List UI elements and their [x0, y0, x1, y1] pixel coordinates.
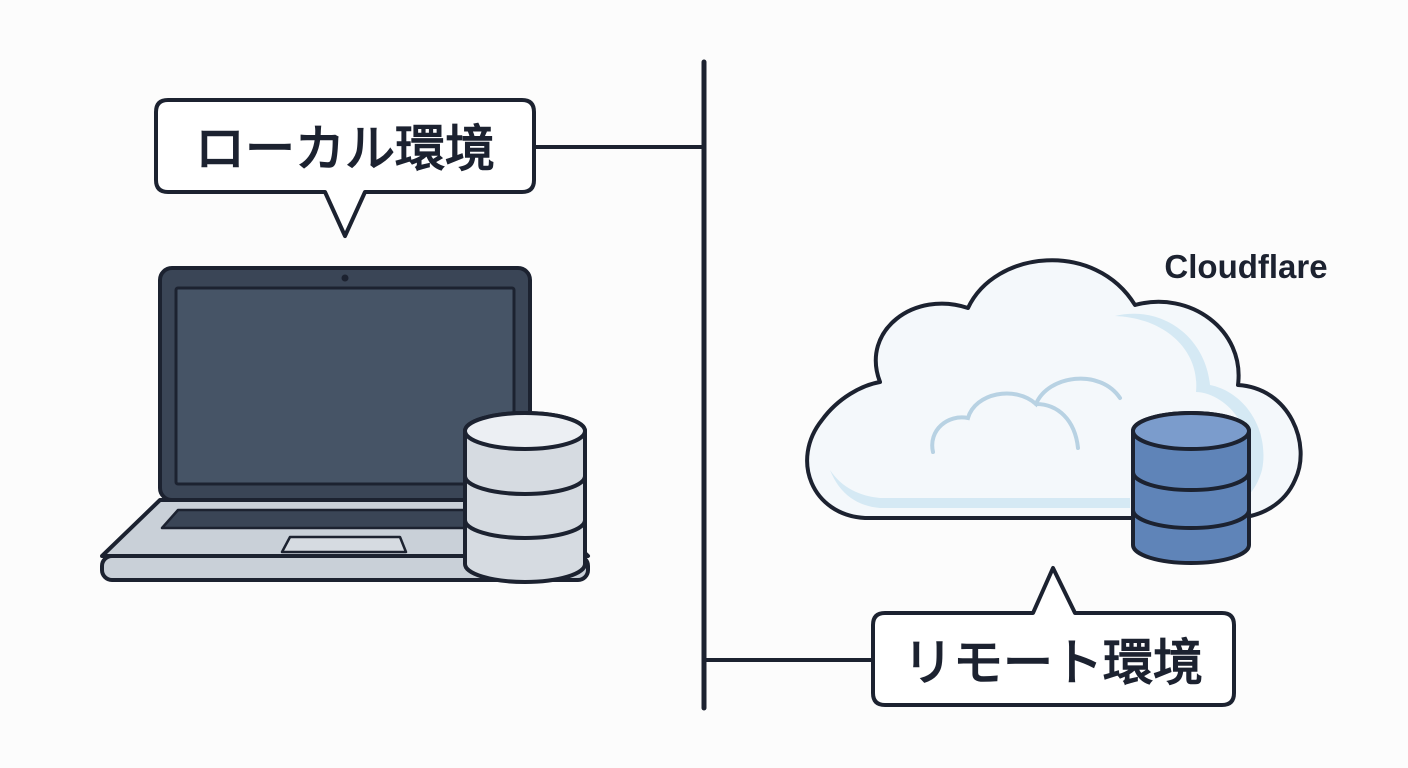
laptop-trackpad: [280, 535, 408, 554]
remote-database-icon: [1131, 411, 1251, 565]
local-database-icon: [463, 411, 587, 584]
inner-cloud-outline: [930, 376, 1122, 454]
local-label-callout: ローカル環境: [154, 98, 536, 238]
remote-label-callout: リモート環境: [871, 566, 1236, 707]
provider-label: Cloudflare: [1164, 248, 1327, 285]
laptop-icon: [100, 266, 590, 582]
laptop-screen: [174, 286, 516, 486]
local-label: ローカル環境: [195, 120, 495, 178]
remote-label: リモート環境: [903, 634, 1203, 692]
laptop-camera-icon: [341, 274, 349, 282]
